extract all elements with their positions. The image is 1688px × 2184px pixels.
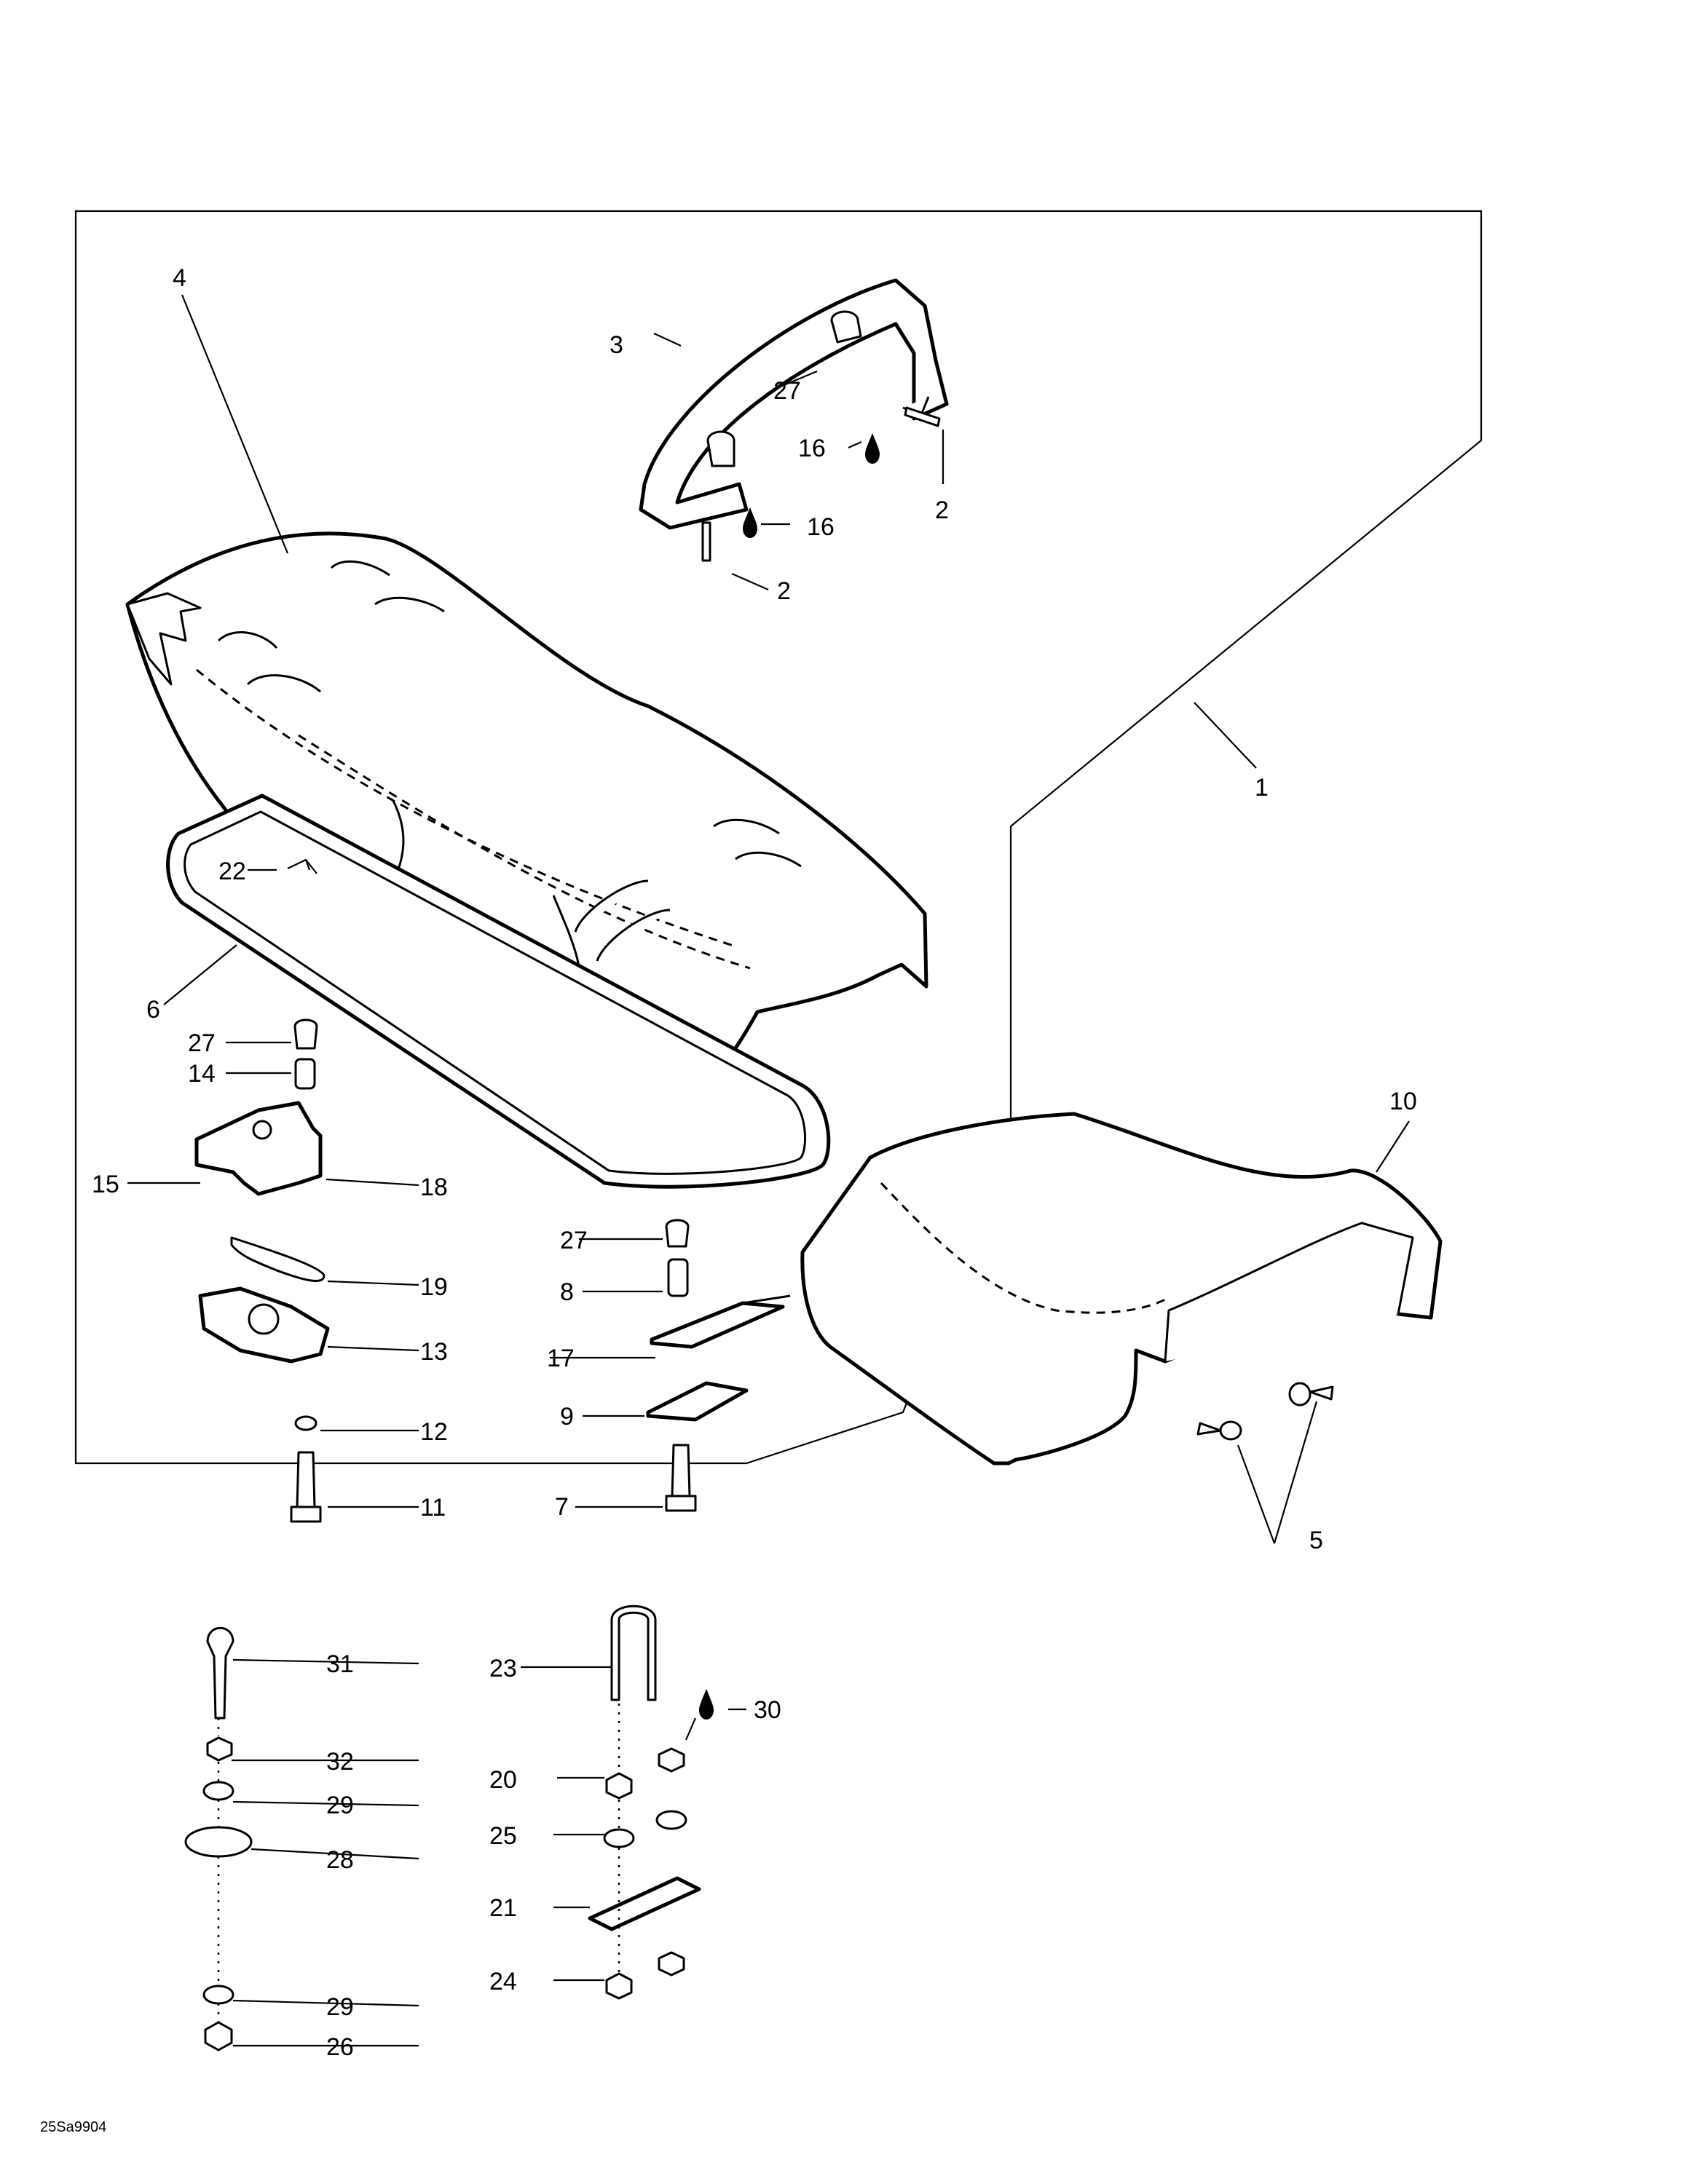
callout-6: 6 [146, 996, 160, 1024]
callout-12: 12 [420, 1418, 448, 1446]
callout-22: 22 [218, 858, 246, 885]
threadlock-drop-icon [743, 507, 757, 538]
rivet-5-a [1196, 1420, 1242, 1441]
plate-17 [650, 1301, 785, 1349]
hardware-stack-left [184, 1626, 253, 2052]
screw-2-lower [701, 521, 711, 562]
callout-9: 9 [560, 1403, 574, 1431]
spacer-14 [294, 1058, 316, 1090]
arrow-22-icon [287, 858, 318, 874]
threadlock-drop-icon [699, 1689, 714, 1720]
washer-25-b [655, 1810, 687, 1830]
callout-3: 3 [610, 331, 623, 359]
callout-10: 10 [1389, 1088, 1417, 1115]
drawing-code: 25Sa9904 [40, 2119, 106, 2135]
seat-base-pan-inner [184, 810, 807, 1175]
callout-14: 14 [188, 1060, 216, 1088]
callout-29: 29 [326, 1993, 354, 2021]
callout-4: 4 [173, 264, 186, 292]
callout-17: 17 [547, 1345, 575, 1372]
washer-25 [603, 1828, 635, 1848]
bolt-11 [290, 1451, 322, 1523]
u-bolt-23 [610, 1605, 657, 1701]
spring-19 [230, 1236, 326, 1282]
callout-30: 30 [754, 1696, 781, 1724]
callout-26: 26 [326, 2033, 354, 2061]
threadlock-drop-icon [865, 433, 880, 464]
callout-23: 23 [489, 1655, 517, 1682]
rivet-5-b [1288, 1382, 1334, 1406]
hardware-stack-right [588, 1605, 701, 2000]
callout-27: 27 [188, 1029, 216, 1057]
sleeve-27-a [293, 1018, 318, 1050]
screw-2-upper [904, 406, 941, 427]
callout-11: 11 [420, 1494, 446, 1522]
bracket-9 [646, 1381, 749, 1422]
washer-29-a [202, 1781, 234, 1801]
latch-stack [194, 1018, 330, 1523]
callout-24: 24 [489, 1968, 517, 1995]
nut-30 [658, 1747, 685, 1773]
bracket-stack [646, 1219, 791, 1512]
nut-26 [204, 2021, 233, 2052]
plate-21 [588, 1876, 701, 1931]
callout-28: 28 [326, 1846, 354, 1874]
callout-1: 1 [1255, 774, 1269, 802]
leader-lines [127, 294, 1410, 2047]
sleeve-27-b [665, 1219, 690, 1248]
bolt-7 [665, 1444, 697, 1512]
callout-29: 29 [326, 1792, 354, 1819]
spacer-8 [667, 1258, 689, 1297]
callout-21: 21 [489, 1894, 517, 1922]
callout-16: 16 [798, 435, 826, 462]
nut-24-b [658, 1951, 685, 1977]
latch-plate-15 [194, 1101, 323, 1196]
callout-7: 7 [555, 1493, 569, 1521]
callout-16: 16 [807, 513, 835, 541]
bolt-31 [206, 1626, 234, 1720]
callout-18: 18 [420, 1174, 448, 1201]
callout-27: 27 [773, 377, 801, 405]
callout-25: 25 [489, 1822, 517, 1850]
nut-20 [605, 1772, 633, 1800]
washer-29-b [202, 1985, 234, 2005]
grab-handle [639, 278, 949, 530]
nut-32 [206, 1736, 233, 1762]
callout-19: 19 [420, 1273, 448, 1301]
callout-13: 13 [420, 1338, 448, 1366]
washer-12 [294, 1415, 318, 1431]
nut-24 [605, 1972, 633, 2000]
callout-20: 20 [489, 1766, 517, 1794]
seat-front [800, 1112, 1443, 1465]
callout-8: 8 [560, 1278, 574, 1306]
callout-27: 27 [560, 1227, 588, 1254]
callout-15: 15 [92, 1171, 119, 1198]
callout-5: 5 [1309, 1527, 1323, 1554]
washer-28 [184, 1826, 253, 1858]
callout-31: 31 [326, 1650, 354, 1678]
callout-2: 2 [777, 577, 791, 605]
callout-2: 2 [935, 496, 949, 524]
callout-32: 32 [326, 1748, 354, 1776]
callout-labels: 1 2 2 3 4 5 6 7 8 9 10 11 12 13 14 15 16… [92, 264, 1417, 2061]
